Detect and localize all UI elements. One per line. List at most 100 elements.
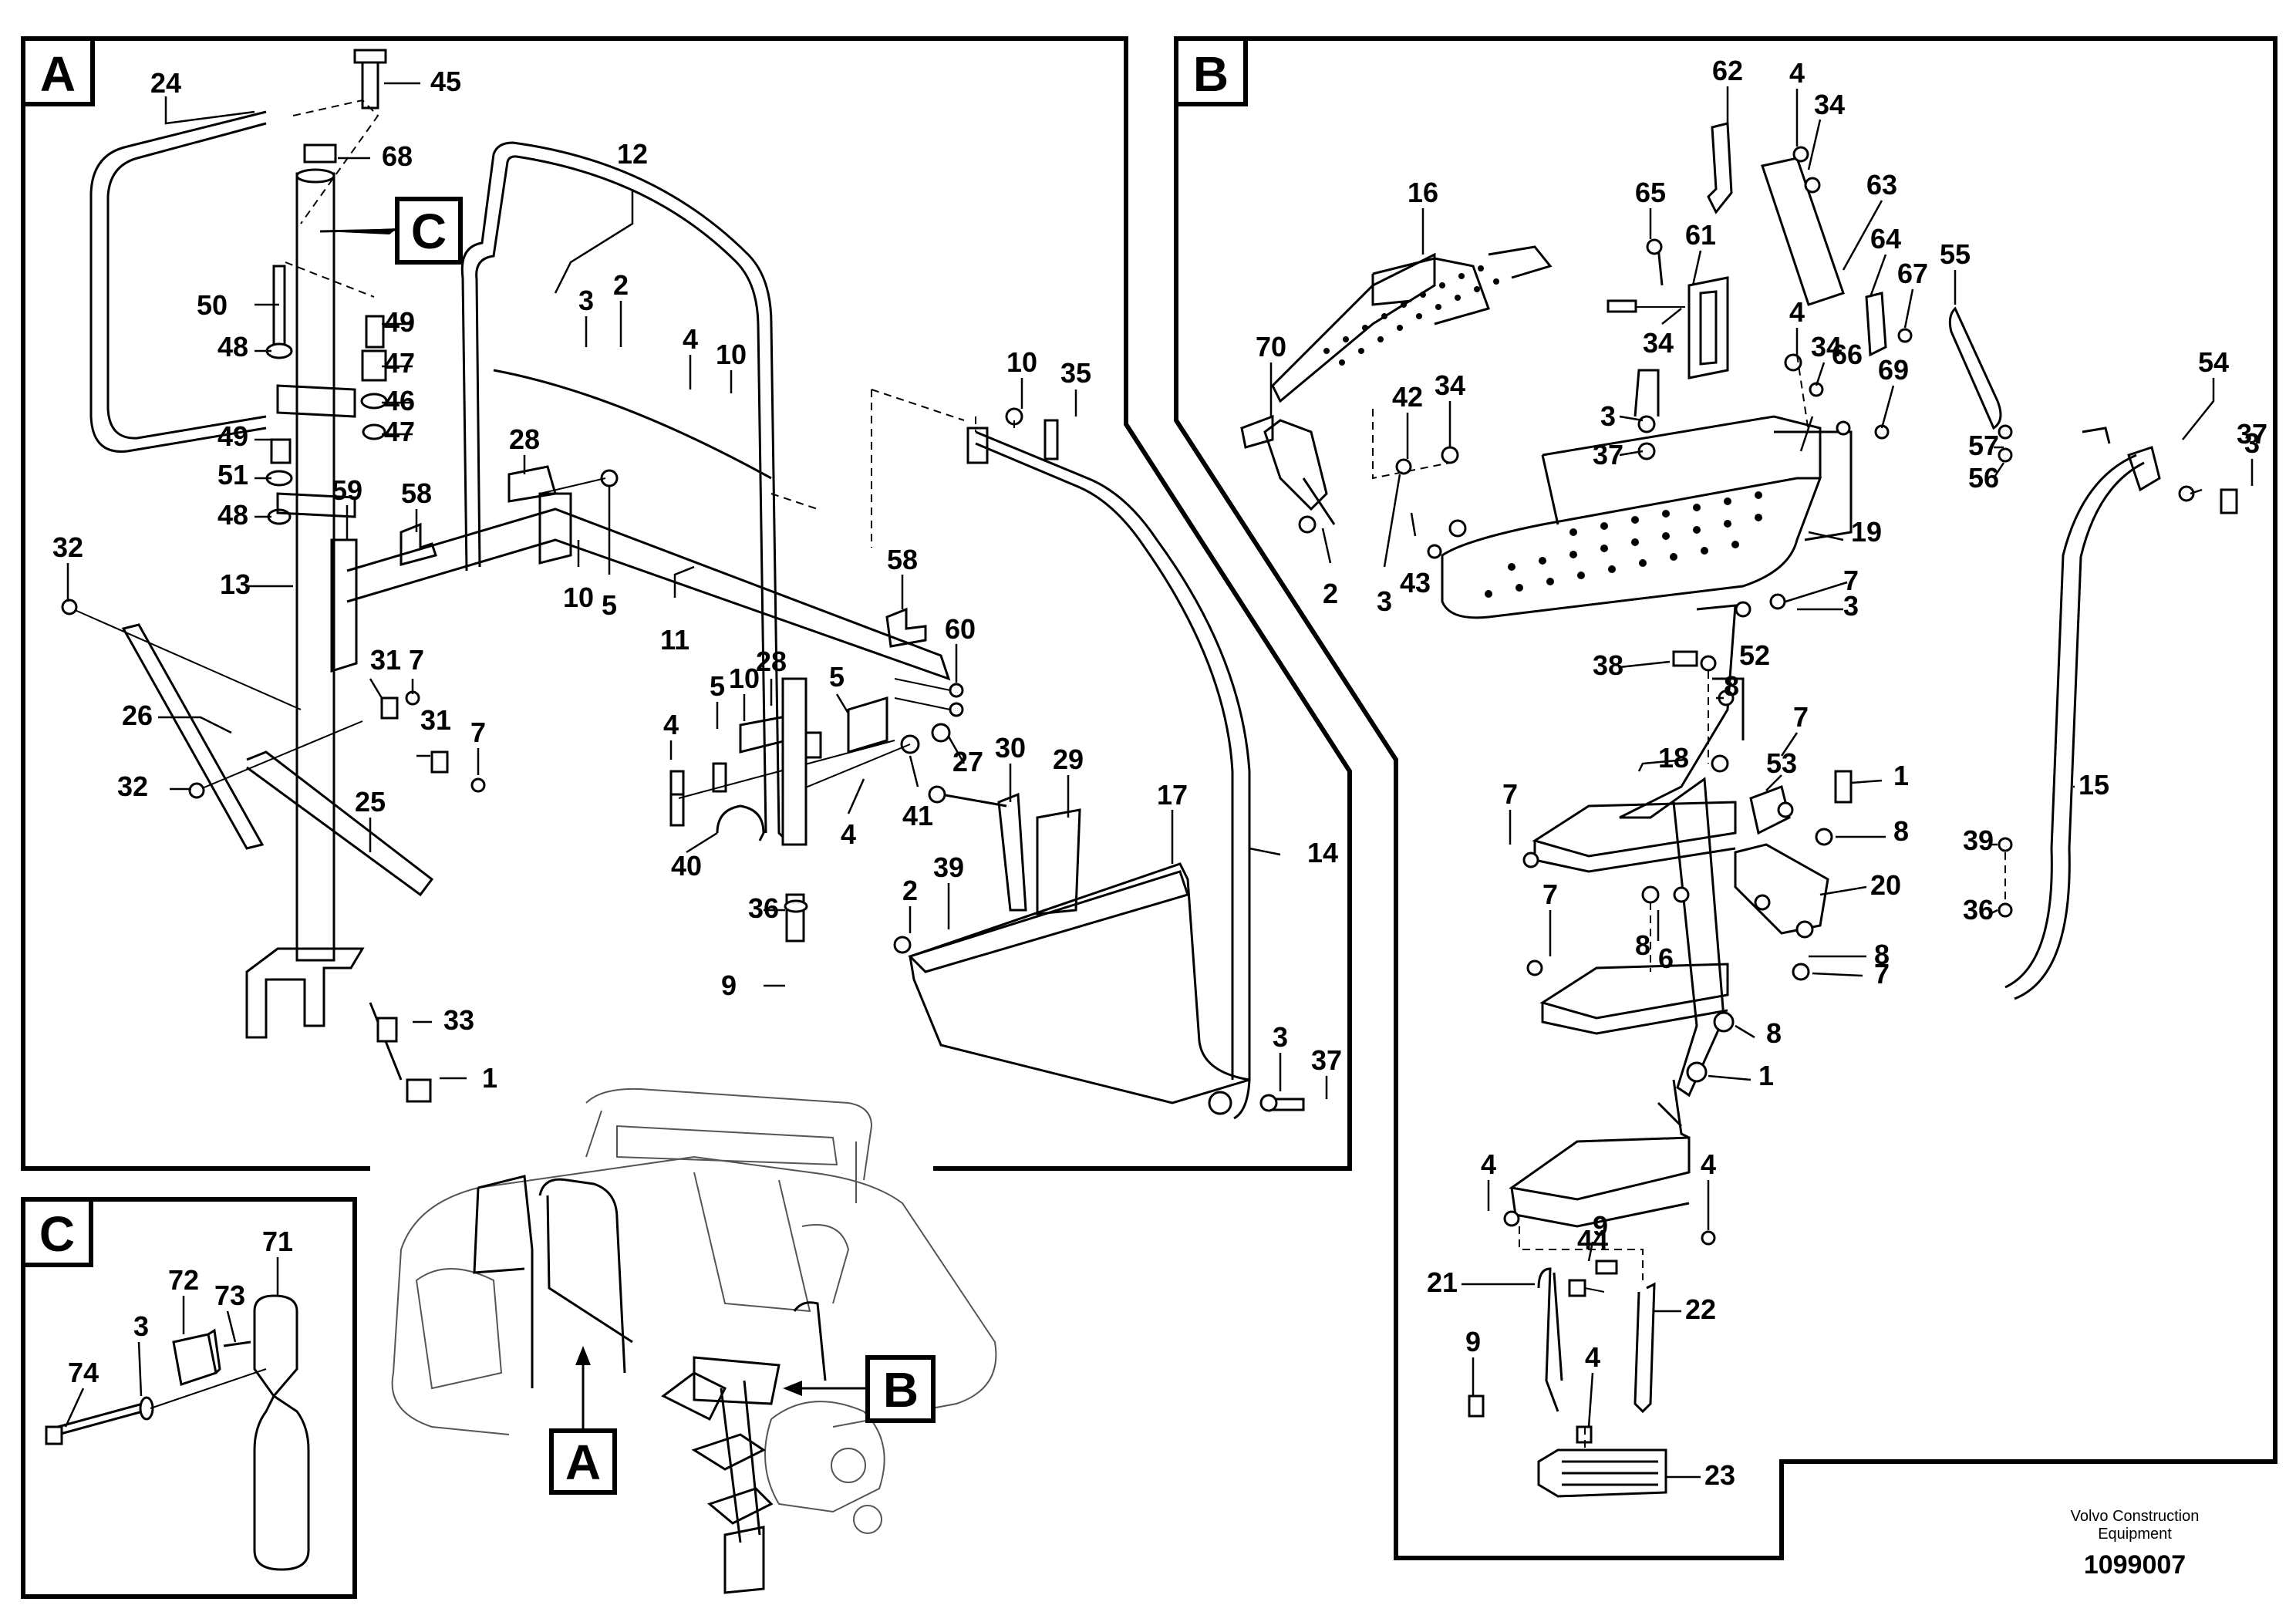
side-rail — [975, 430, 1251, 1120]
part-number-label: 14 — [1307, 837, 1338, 868]
part-number-label: 37 — [2237, 418, 2267, 450]
part-number-label: 71 — [262, 1226, 293, 1257]
part-number-label: 46 — [384, 385, 415, 416]
part-number-label: 57 — [1968, 430, 1999, 461]
callout-a-letter: A — [565, 1435, 601, 1490]
drawing-number: 1099007 — [2084, 1550, 2186, 1580]
part-number-label: 4 — [1481, 1148, 1496, 1180]
company-name-line1: Volvo Construction — [2071, 1508, 2200, 1525]
part-number-label: 18 — [1658, 742, 1689, 774]
part-number-label: 35 — [1060, 357, 1091, 389]
part-number-label: 63 — [1866, 169, 1897, 201]
part-number-label: 56 — [1968, 462, 1999, 494]
part-number-label: 28 — [756, 646, 787, 677]
part-number-label: 4 — [1585, 1341, 1600, 1373]
step-plate — [909, 862, 1250, 1104]
bracket — [1687, 276, 1729, 379]
part-number-label: 27 — [952, 746, 983, 777]
part-number-label: 37 — [1593, 439, 1623, 470]
upper-platform — [1271, 252, 1436, 403]
clamp-block — [172, 1333, 217, 1386]
part-number-label: 31 — [420, 704, 451, 736]
part-number-label: 47 — [384, 416, 415, 447]
part-number-label: 4 — [663, 709, 679, 740]
part-number-label: 3 — [1273, 1021, 1288, 1053]
part-number-label: 36 — [748, 892, 779, 924]
part-number-label: 7 — [409, 644, 424, 676]
part-number-label: 44 — [1577, 1224, 1608, 1256]
part-number-label: 2 — [902, 875, 918, 906]
part-number-label: 3 — [1600, 400, 1616, 432]
part-number-label: 5 — [710, 670, 725, 702]
part-number-label: 10 — [1006, 346, 1037, 378]
part-number-label: 19 — [1851, 516, 1882, 548]
part-number-label: 58 — [887, 544, 918, 575]
part-number-label: 9 — [1465, 1326, 1481, 1357]
part-number-label: 31 — [370, 644, 401, 676]
part-number-label: 53 — [1766, 747, 1797, 779]
panel-b-letter: B — [1193, 46, 1229, 102]
part-number-label: 65 — [1635, 177, 1666, 208]
part-number-label: 7 — [470, 717, 486, 748]
part-number-label: 2 — [613, 269, 629, 301]
panel-a-letter: A — [40, 46, 76, 102]
part-number-label: 24 — [150, 67, 181, 99]
part-number-label: 10 — [729, 663, 760, 694]
part-number-label: 5 — [602, 589, 617, 621]
part-number-label: 36 — [1963, 894, 1994, 926]
part-number-label: 25 — [355, 786, 386, 818]
mount-bracket — [1734, 843, 1829, 935]
part-number-label: 26 — [122, 700, 153, 731]
callout-b-box — [865, 1355, 936, 1423]
machine-overview: A B — [391, 1088, 997, 1594]
panel-a: A — [21, 36, 1352, 1171]
part-number-label: 51 — [217, 459, 248, 491]
part-number-label: 4 — [841, 818, 856, 850]
part-number-label: 32 — [52, 531, 83, 563]
leader-lines — [64, 82, 2254, 1479]
main-step — [1441, 477, 1822, 619]
part-number-label: 10 — [563, 582, 594, 613]
part-number-label: 7 — [1793, 701, 1809, 733]
brace-bar — [121, 623, 265, 850]
part-number-label: 37 — [1311, 1044, 1342, 1076]
bottom-step — [1537, 1448, 1667, 1498]
part-number-label: 8 — [1766, 1017, 1782, 1049]
part-number-label: 48 — [217, 331, 248, 363]
part-number-label: 39 — [933, 851, 964, 883]
part-number-label: 23 — [1704, 1459, 1735, 1491]
part-number-label: 59 — [332, 474, 362, 506]
part-number-label: 15 — [2079, 769, 2109, 801]
part-number-label: 17 — [1157, 779, 1188, 811]
part-number-label: 21 — [1427, 1266, 1458, 1298]
part-number-label: 61 — [1685, 219, 1716, 251]
part-number-label: 2 — [1323, 578, 1338, 609]
part-number-label: 55 — [1940, 238, 1971, 270]
part-number-label: 13 — [220, 568, 251, 600]
part-number-label: 6 — [1658, 943, 1674, 974]
vertical-post — [295, 172, 335, 962]
part-number-label: 22 — [1685, 1293, 1716, 1325]
part-number-label: 34 — [1435, 369, 1465, 401]
ladder-step-1 — [1532, 801, 1737, 858]
part-number-label: 29 — [1053, 744, 1084, 775]
part-number-label: 49 — [384, 306, 415, 338]
part-number-label: 5 — [829, 661, 845, 693]
panel-c-letter: C — [39, 1206, 75, 1262]
part-number-label: 3 — [2244, 427, 2260, 459]
part-number-label: 34 — [1811, 331, 1842, 363]
part-number-label: 1 — [1758, 1060, 1774, 1091]
title-block: Volvo Construction Equipment 1099007 — [2071, 1508, 2200, 1580]
part-number-label: 34 — [1814, 89, 1845, 120]
part-number-label: 3 — [1843, 590, 1859, 622]
mount-sleeve — [253, 1294, 310, 1571]
part-number-label: 72 — [168, 1264, 199, 1296]
part-number-label: 8 — [1893, 815, 1909, 847]
part-number-label: 1 — [1893, 760, 1909, 791]
part-number-label: 50 — [197, 289, 228, 321]
part-number-label: 10 — [716, 339, 747, 370]
part-number-label: 38 — [1593, 649, 1623, 681]
